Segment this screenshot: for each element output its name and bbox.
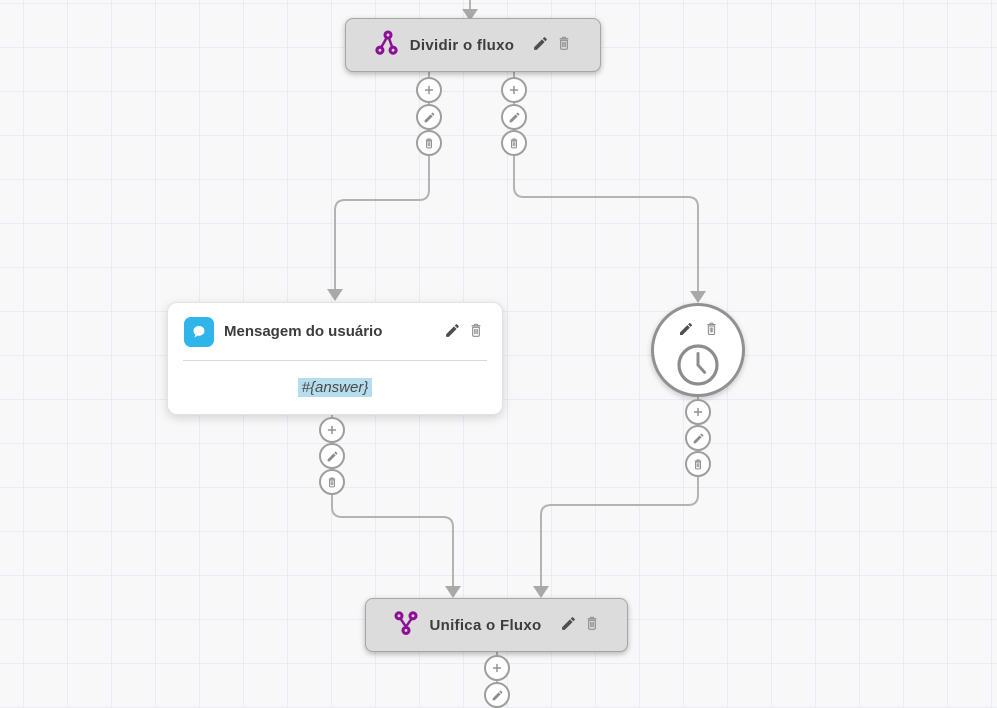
pencil-bubble-button[interactable] [319, 443, 345, 469]
pencil-icon [560, 615, 577, 635]
trash-icon [692, 458, 704, 471]
pencil-bubble-button[interactable] [484, 682, 510, 708]
clock-icon [675, 342, 721, 393]
node-split-title: Dividir o fluxo [409, 36, 515, 54]
edit-timer-button[interactable] [678, 321, 694, 340]
delete-timer-button[interactable] [704, 321, 719, 340]
wire-user-message-to-merge [331, 415, 454, 586]
variable-chip[interactable]: #{answer} [297, 378, 373, 397]
trash-bubble-button[interactable] [319, 469, 345, 495]
trash-icon [704, 321, 719, 340]
wire-timer-to-merge [540, 397, 699, 586]
node-merge-title: Unifica o Fluxo [429, 616, 542, 634]
edit-user-message-button[interactable] [444, 322, 461, 342]
plus-bubble-button[interactable] [484, 655, 510, 681]
chat-bubble-icon [184, 316, 214, 347]
node-merge-flow[interactable]: Unifica o Fluxo [365, 598, 628, 652]
arrowhead-timer [690, 291, 706, 303]
wire-split-to-timer [513, 72, 699, 291]
plus-bubble-button[interactable] [685, 399, 711, 425]
pencil-icon [678, 321, 694, 340]
plus-icon [691, 405, 705, 419]
arrowhead-merge-left [445, 586, 461, 598]
pencil-bubble-button[interactable] [685, 425, 711, 451]
user-message-header: Mensagem do usuário [168, 303, 502, 360]
user-message-body: #{answer} [168, 361, 502, 414]
trash-icon [556, 35, 572, 55]
pencil-icon [423, 111, 436, 124]
delete-split-button[interactable] [556, 35, 572, 55]
plus-icon [507, 83, 521, 97]
pencil-bubble-button[interactable] [501, 104, 527, 130]
arrowhead-into-split [462, 9, 478, 21]
node-timer[interactable] [651, 303, 745, 397]
edit-merge-button[interactable] [560, 615, 577, 635]
card-divider [183, 360, 487, 361]
plus-icon [490, 661, 504, 675]
split-flow-icon [374, 29, 400, 61]
trash-bubble-button[interactable] [416, 130, 442, 156]
pencil-icon [491, 689, 504, 702]
trash-icon [584, 615, 600, 635]
pencil-bubble-button[interactable] [416, 104, 442, 130]
trash-icon [468, 322, 484, 342]
pencil-icon [508, 111, 521, 124]
trash-icon [326, 476, 338, 489]
arrowhead-user-message [327, 289, 343, 301]
edit-split-button[interactable] [532, 35, 549, 55]
trash-bubble-button[interactable] [685, 451, 711, 477]
pencil-icon [444, 322, 461, 342]
plus-icon [422, 83, 436, 97]
merge-flow-icon [393, 610, 419, 641]
wire-split-to-user-message [334, 72, 430, 289]
trash-bubble-button[interactable] [501, 130, 527, 156]
pencil-icon [532, 35, 549, 55]
arrowhead-merge-right [533, 586, 549, 598]
delete-merge-button[interactable] [584, 615, 600, 635]
pencil-icon [692, 432, 705, 445]
plus-icon [325, 423, 339, 437]
delete-user-message-button[interactable] [468, 322, 484, 342]
node-split-flow[interactable]: Dividir o fluxo [345, 18, 601, 72]
user-message-title: Mensagem do usuário [224, 323, 383, 340]
trash-icon [508, 137, 520, 150]
plus-bubble-button[interactable] [501, 77, 527, 103]
pencil-icon [326, 450, 339, 463]
node-user-message[interactable]: Mensagem do usuário [167, 302, 503, 415]
plus-bubble-button[interactable] [319, 417, 345, 443]
trash-icon [423, 137, 435, 150]
plus-bubble-button[interactable] [416, 77, 442, 103]
